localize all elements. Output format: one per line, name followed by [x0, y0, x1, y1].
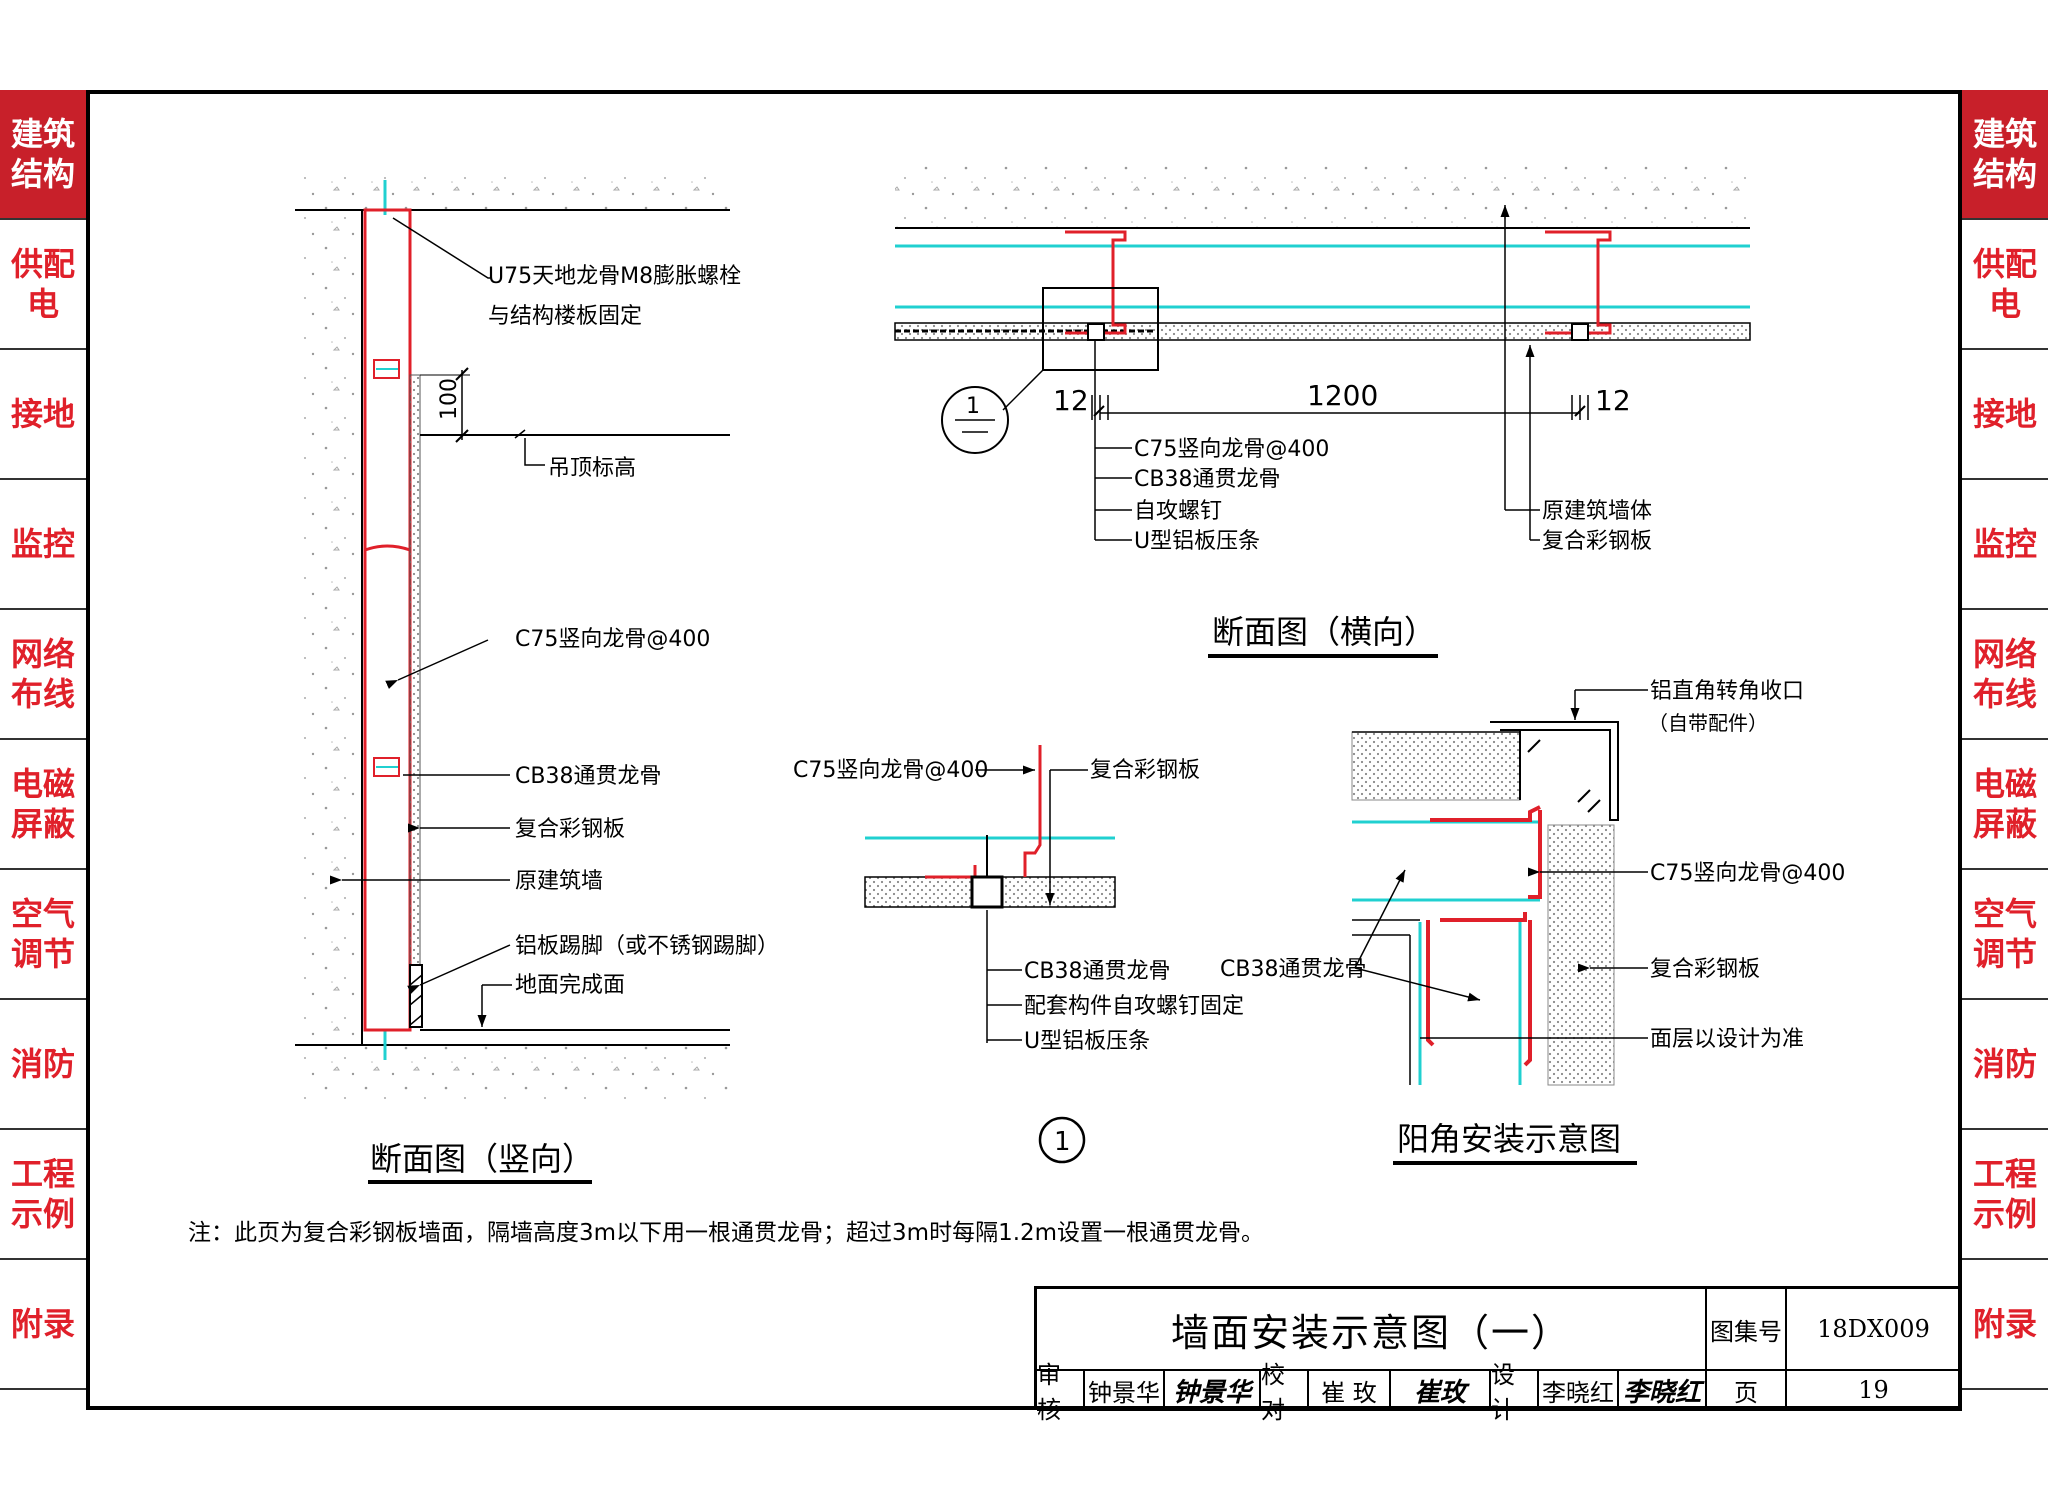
side-tab-label: 监控 [10, 525, 75, 563]
side-tab-label: 建筑结构 [10, 115, 75, 193]
label-u75-2: 与结构楼板固定 [488, 304, 642, 329]
label-v-c75: C75竖向龙骨@400 [515, 627, 710, 652]
side-tab-label: 空气调节 [1972, 895, 2037, 973]
page-label: 页 [1707, 1371, 1787, 1411]
drawing-title: 墙面安装示意图（一） [1037, 1289, 1707, 1371]
side-tab-label: 监控 [1972, 525, 2037, 563]
label-corner-trim: 铝直角转角收口 [1650, 679, 1804, 704]
dim-1200: 1200 [1307, 379, 1378, 412]
side-tab-8[interactable]: 工程示例 [0, 1130, 86, 1260]
vertical-section-drawing: 100 [295, 175, 730, 1100]
check-label: 校对 [1261, 1361, 1309, 1424]
side-tab-label: 工程示例 [1972, 1155, 2037, 1233]
side-tab-label: 消防 [1972, 1045, 2037, 1083]
design-label: 设计 [1491, 1361, 1539, 1424]
atlas-number: 18DX009 [1787, 1289, 1962, 1371]
detail-1-ref-marker: 1 [966, 394, 980, 419]
label-corner-trim-2: （自带配件） [1648, 711, 1768, 735]
side-tab-6[interactable]: 空气调节 [0, 870, 86, 1000]
side-tab-4[interactable]: 网络布线 [1962, 610, 2048, 740]
side-tab-7[interactable]: 消防 [0, 1000, 86, 1130]
review-label: 审核 [1037, 1361, 1085, 1424]
dim-12-left: 12 [1053, 384, 1089, 417]
reviewer-name: 钟景华 [1085, 1371, 1165, 1411]
side-tab-label: 附录 [1972, 1305, 2037, 1343]
note-text: 注：此页为复合彩钢板墙面，隔墙高度3m以下用一根通贯龙骨；超过3m时每隔1.2m… [188, 1220, 1264, 1246]
label-h-screw: 自攻螺钉 [1134, 499, 1222, 524]
side-tab-label: 工程示例 [10, 1155, 75, 1233]
label-v-floor: 地面完成面 [515, 973, 625, 998]
vertical-section-title: 断面图（竖向） [370, 1140, 594, 1178]
side-tab-9[interactable]: 附录 [1962, 1260, 2048, 1390]
side-tab-9[interactable]: 附录 [0, 1260, 86, 1390]
side-tab-5[interactable]: 电磁屏蔽 [1962, 740, 2048, 870]
side-tab-label: 电磁屏蔽 [1972, 765, 2037, 843]
side-tab-1[interactable]: 供配电 [1962, 220, 2048, 350]
side-tab-0[interactable]: 建筑结构 [1962, 90, 2048, 220]
side-tab-6[interactable]: 空气调节 [1962, 870, 2048, 1000]
label-h-strip: U型铝板压条 [1134, 529, 1260, 554]
label-h-panel: 复合彩钢板 [1542, 529, 1652, 554]
label-d1-panel: 复合彩钢板 [1090, 758, 1200, 783]
label-c-cb38: CB38通贯龙骨 [1220, 957, 1366, 982]
right-category-tabs: 建筑结构供配电接地监控网络布线电磁屏蔽空气调节消防工程示例附录 [1962, 90, 2048, 1390]
label-v-panel: 复合彩钢板 [515, 817, 625, 842]
label-c-c75: C75竖向龙骨@400 [1650, 861, 1845, 886]
label-d1-cb38: CB38通贯龙骨 [1024, 959, 1170, 984]
side-tab-5[interactable]: 电磁屏蔽 [0, 740, 86, 870]
page-number: 19 [1787, 1371, 1962, 1411]
side-tab-label: 电磁屏蔽 [10, 765, 75, 843]
side-tab-3[interactable]: 监控 [0, 480, 86, 610]
title-block: 墙面安装示意图（一） 图集号 18DX009 审核 钟景华 钟景华 校对 崔 玫… [1034, 1286, 1962, 1424]
reviewer-signature: 钟景华 [1165, 1371, 1261, 1411]
label-h-c75: C75竖向龙骨@400 [1134, 437, 1329, 462]
label-v-cb38: CB38通贯龙骨 [515, 764, 661, 789]
label-v-skirting: 铝板踢脚（或不锈钢踢脚） [515, 934, 779, 959]
side-tab-label: 接地 [1972, 395, 2037, 433]
side-tab-2[interactable]: 接地 [0, 350, 86, 480]
horizontal-section-title: 断面图（横向） [1212, 613, 1436, 651]
side-tab-0[interactable]: 建筑结构 [0, 90, 86, 220]
side-tab-label: 供配电 [1972, 245, 2037, 323]
label-v-wall: 原建筑墙 [515, 869, 603, 894]
side-tab-label: 供配电 [10, 245, 75, 323]
side-tab-label: 网络布线 [1972, 635, 2037, 713]
label-d1-screw: 配套构件自攻螺钉固定 [1024, 994, 1244, 1019]
label-h-wall: 原建筑墙体 [1542, 499, 1652, 524]
checker-name: 崔 玫 [1309, 1371, 1391, 1411]
corner-drawing [1351, 689, 1648, 1086]
dim-100: 100 [437, 378, 462, 420]
dim-12-right: 12 [1595, 384, 1631, 417]
side-tab-1[interactable]: 供配电 [0, 220, 86, 350]
label-ceiling-level: 吊顶标高 [548, 456, 636, 481]
side-tab-label: 建筑结构 [1972, 115, 2037, 193]
side-tab-2[interactable]: 接地 [1962, 350, 2048, 480]
label-u75: U75天地龙骨M8膨胀螺栓 [488, 264, 741, 289]
horizontal-section-drawing [894, 165, 1751, 541]
label-d1-c75: C75竖向龙骨@400 [793, 758, 988, 783]
side-tab-3[interactable]: 监控 [1962, 480, 2048, 610]
atlas-label: 图集号 [1707, 1289, 1787, 1371]
side-tab-label: 附录 [10, 1305, 75, 1343]
detail-1-ref: 1 [1054, 1127, 1071, 1157]
drawing-frame [86, 90, 1962, 1410]
side-tab-label: 网络布线 [10, 635, 75, 713]
side-tab-8[interactable]: 工程示例 [1962, 1130, 2048, 1260]
label-c-panel: 复合彩钢板 [1650, 957, 1760, 982]
designer-name: 李晓红 [1539, 1371, 1619, 1411]
designer-signature: 李晓红 [1619, 1371, 1707, 1411]
side-tab-4[interactable]: 网络布线 [0, 610, 86, 740]
label-c-finish: 面层以设计为准 [1650, 1027, 1804, 1052]
checker-signature: 崔玫 [1391, 1371, 1491, 1411]
side-tab-label: 空气调节 [10, 895, 75, 973]
detail-1-drawing [864, 745, 1116, 1164]
left-category-tabs: 建筑结构供配电接地监控网络布线电磁屏蔽空气调节消防工程示例附录 [0, 90, 86, 1390]
side-tab-7[interactable]: 消防 [1962, 1000, 2048, 1130]
side-tab-label: 消防 [10, 1045, 75, 1083]
label-h-cb38: CB38通贯龙骨 [1134, 467, 1280, 492]
side-tab-label: 接地 [10, 395, 75, 433]
label-d1-strip: U型铝板压条 [1024, 1029, 1150, 1054]
corner-title: 阳角安装示意图 [1397, 1120, 1621, 1158]
